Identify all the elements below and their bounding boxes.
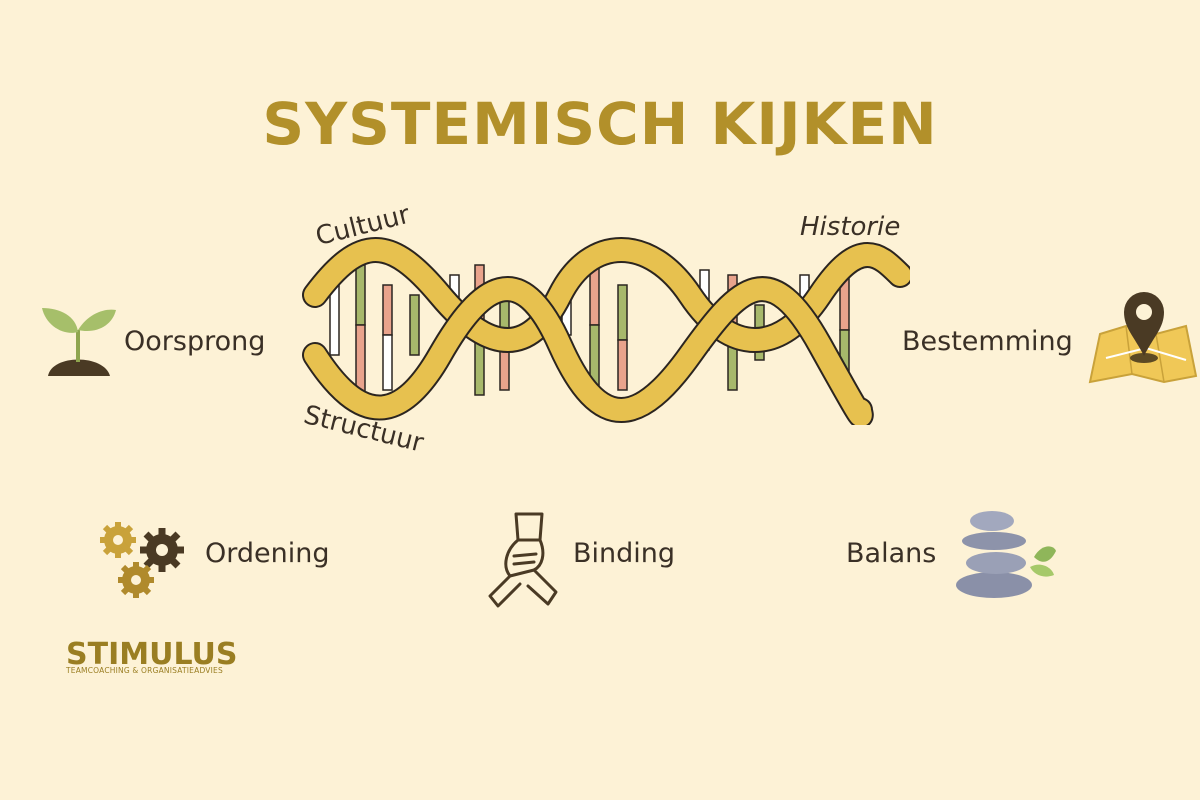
logo-name: STIMULUS xyxy=(66,637,238,672)
joined-hands-icon xyxy=(488,512,558,608)
logo-tagline: TEAMCOACHING & ORGANISATIEADVIES xyxy=(66,666,223,675)
page-title: SYSTEMISCH KIJKEN xyxy=(262,90,938,158)
gears-icon xyxy=(100,522,184,598)
helix-label-historie: Historie xyxy=(800,212,901,242)
label-balans: Balans xyxy=(846,538,937,569)
stacked-stones-icon xyxy=(956,511,1056,598)
map-pin-icon xyxy=(1088,292,1198,384)
label-bestemming: Bestemming xyxy=(902,326,1073,357)
dna-helix-icon xyxy=(302,237,910,425)
label-oorsprong: Oorsprong xyxy=(124,326,266,357)
label-binding: Binding xyxy=(573,538,676,569)
sprout-icon xyxy=(42,308,116,376)
label-ordening: Ordening xyxy=(205,538,330,569)
